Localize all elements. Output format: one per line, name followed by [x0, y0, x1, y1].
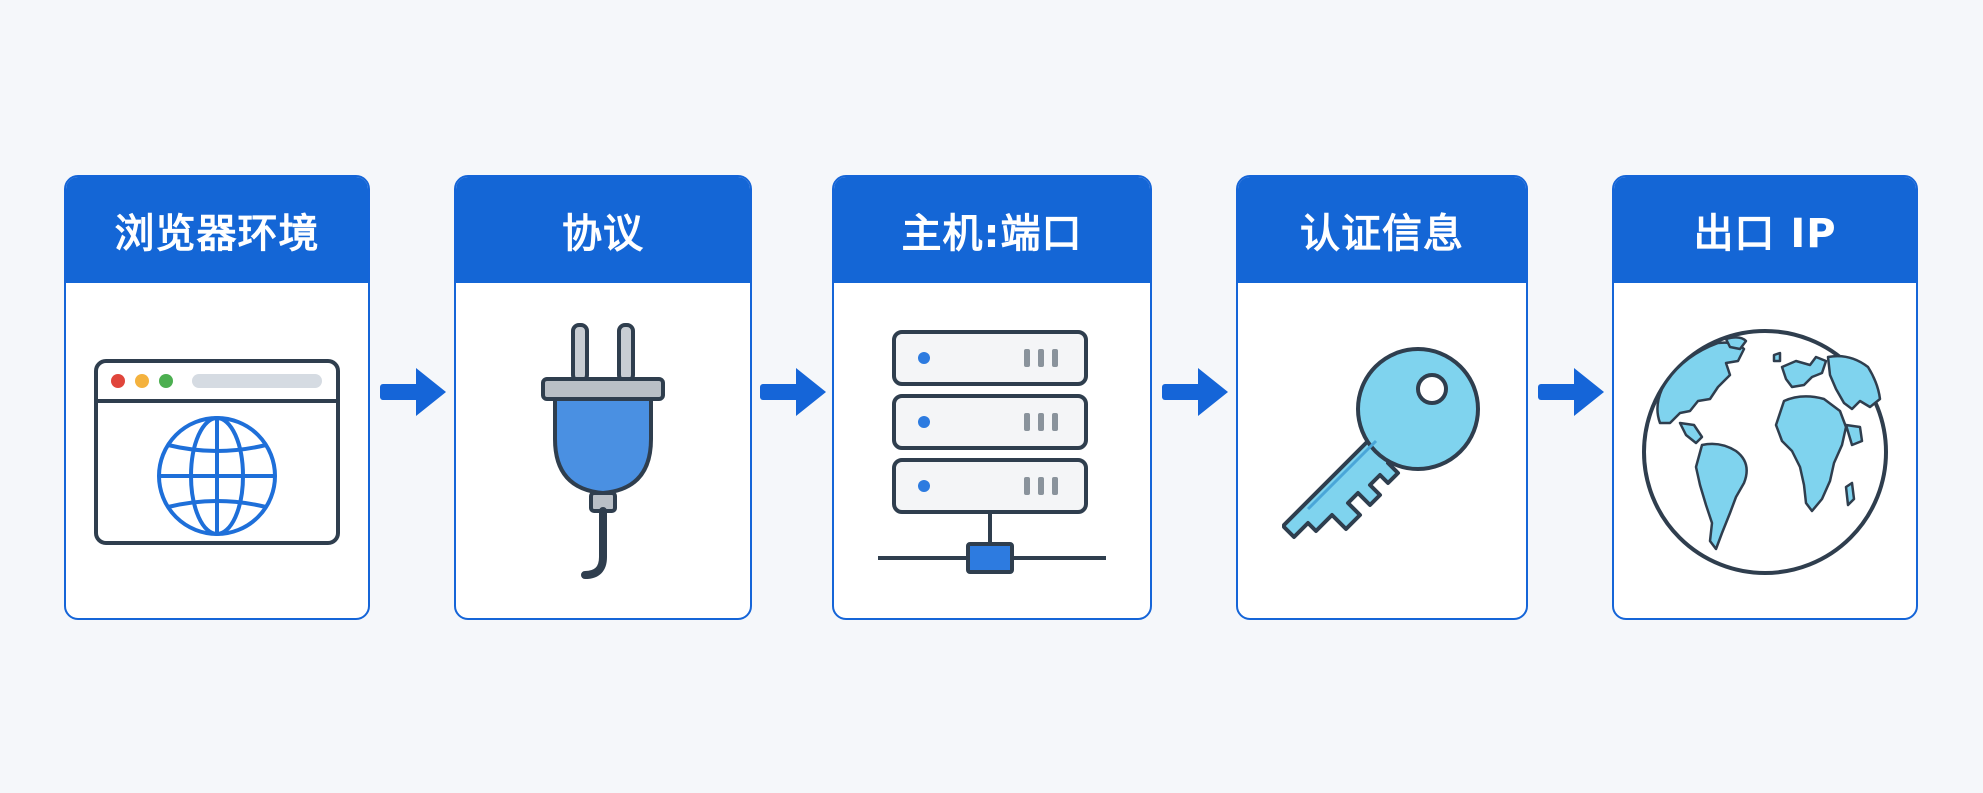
step-title-browser-environment: 浏览器环境	[66, 177, 368, 283]
step-title-protocol: 协议	[456, 177, 750, 283]
flow-arrow-1	[380, 368, 446, 416]
browser-globe-icon	[94, 358, 340, 545]
step-title-auth-info: 认证信息	[1238, 177, 1526, 283]
step-body-auth-info	[1238, 283, 1526, 618]
step-card-exit-ip: 出口 IP	[1612, 175, 1918, 620]
step-card-browser-environment: 浏览器环境	[64, 175, 370, 620]
step-title-exit-ip: 出口 IP	[1614, 177, 1916, 283]
step-body-protocol	[456, 283, 750, 618]
earth-globe-icon	[1642, 328, 1888, 575]
flow-arrow-2	[760, 368, 826, 416]
step-body-browser-environment	[66, 283, 368, 618]
step-body-host-port	[834, 283, 1150, 618]
step-card-auth-info: 认证信息	[1236, 175, 1528, 620]
step-card-protocol: 协议	[454, 175, 752, 620]
plug-icon	[541, 322, 665, 579]
server-rack-icon	[878, 329, 1106, 574]
step-title-host-port: 主机:端口	[834, 177, 1150, 283]
key-icon	[1282, 346, 1480, 539]
flow-arrow-3	[1162, 368, 1228, 416]
step-body-exit-ip	[1614, 283, 1916, 618]
step-card-host-port: 主机:端口	[832, 175, 1152, 620]
flow-arrow-4	[1538, 368, 1604, 416]
